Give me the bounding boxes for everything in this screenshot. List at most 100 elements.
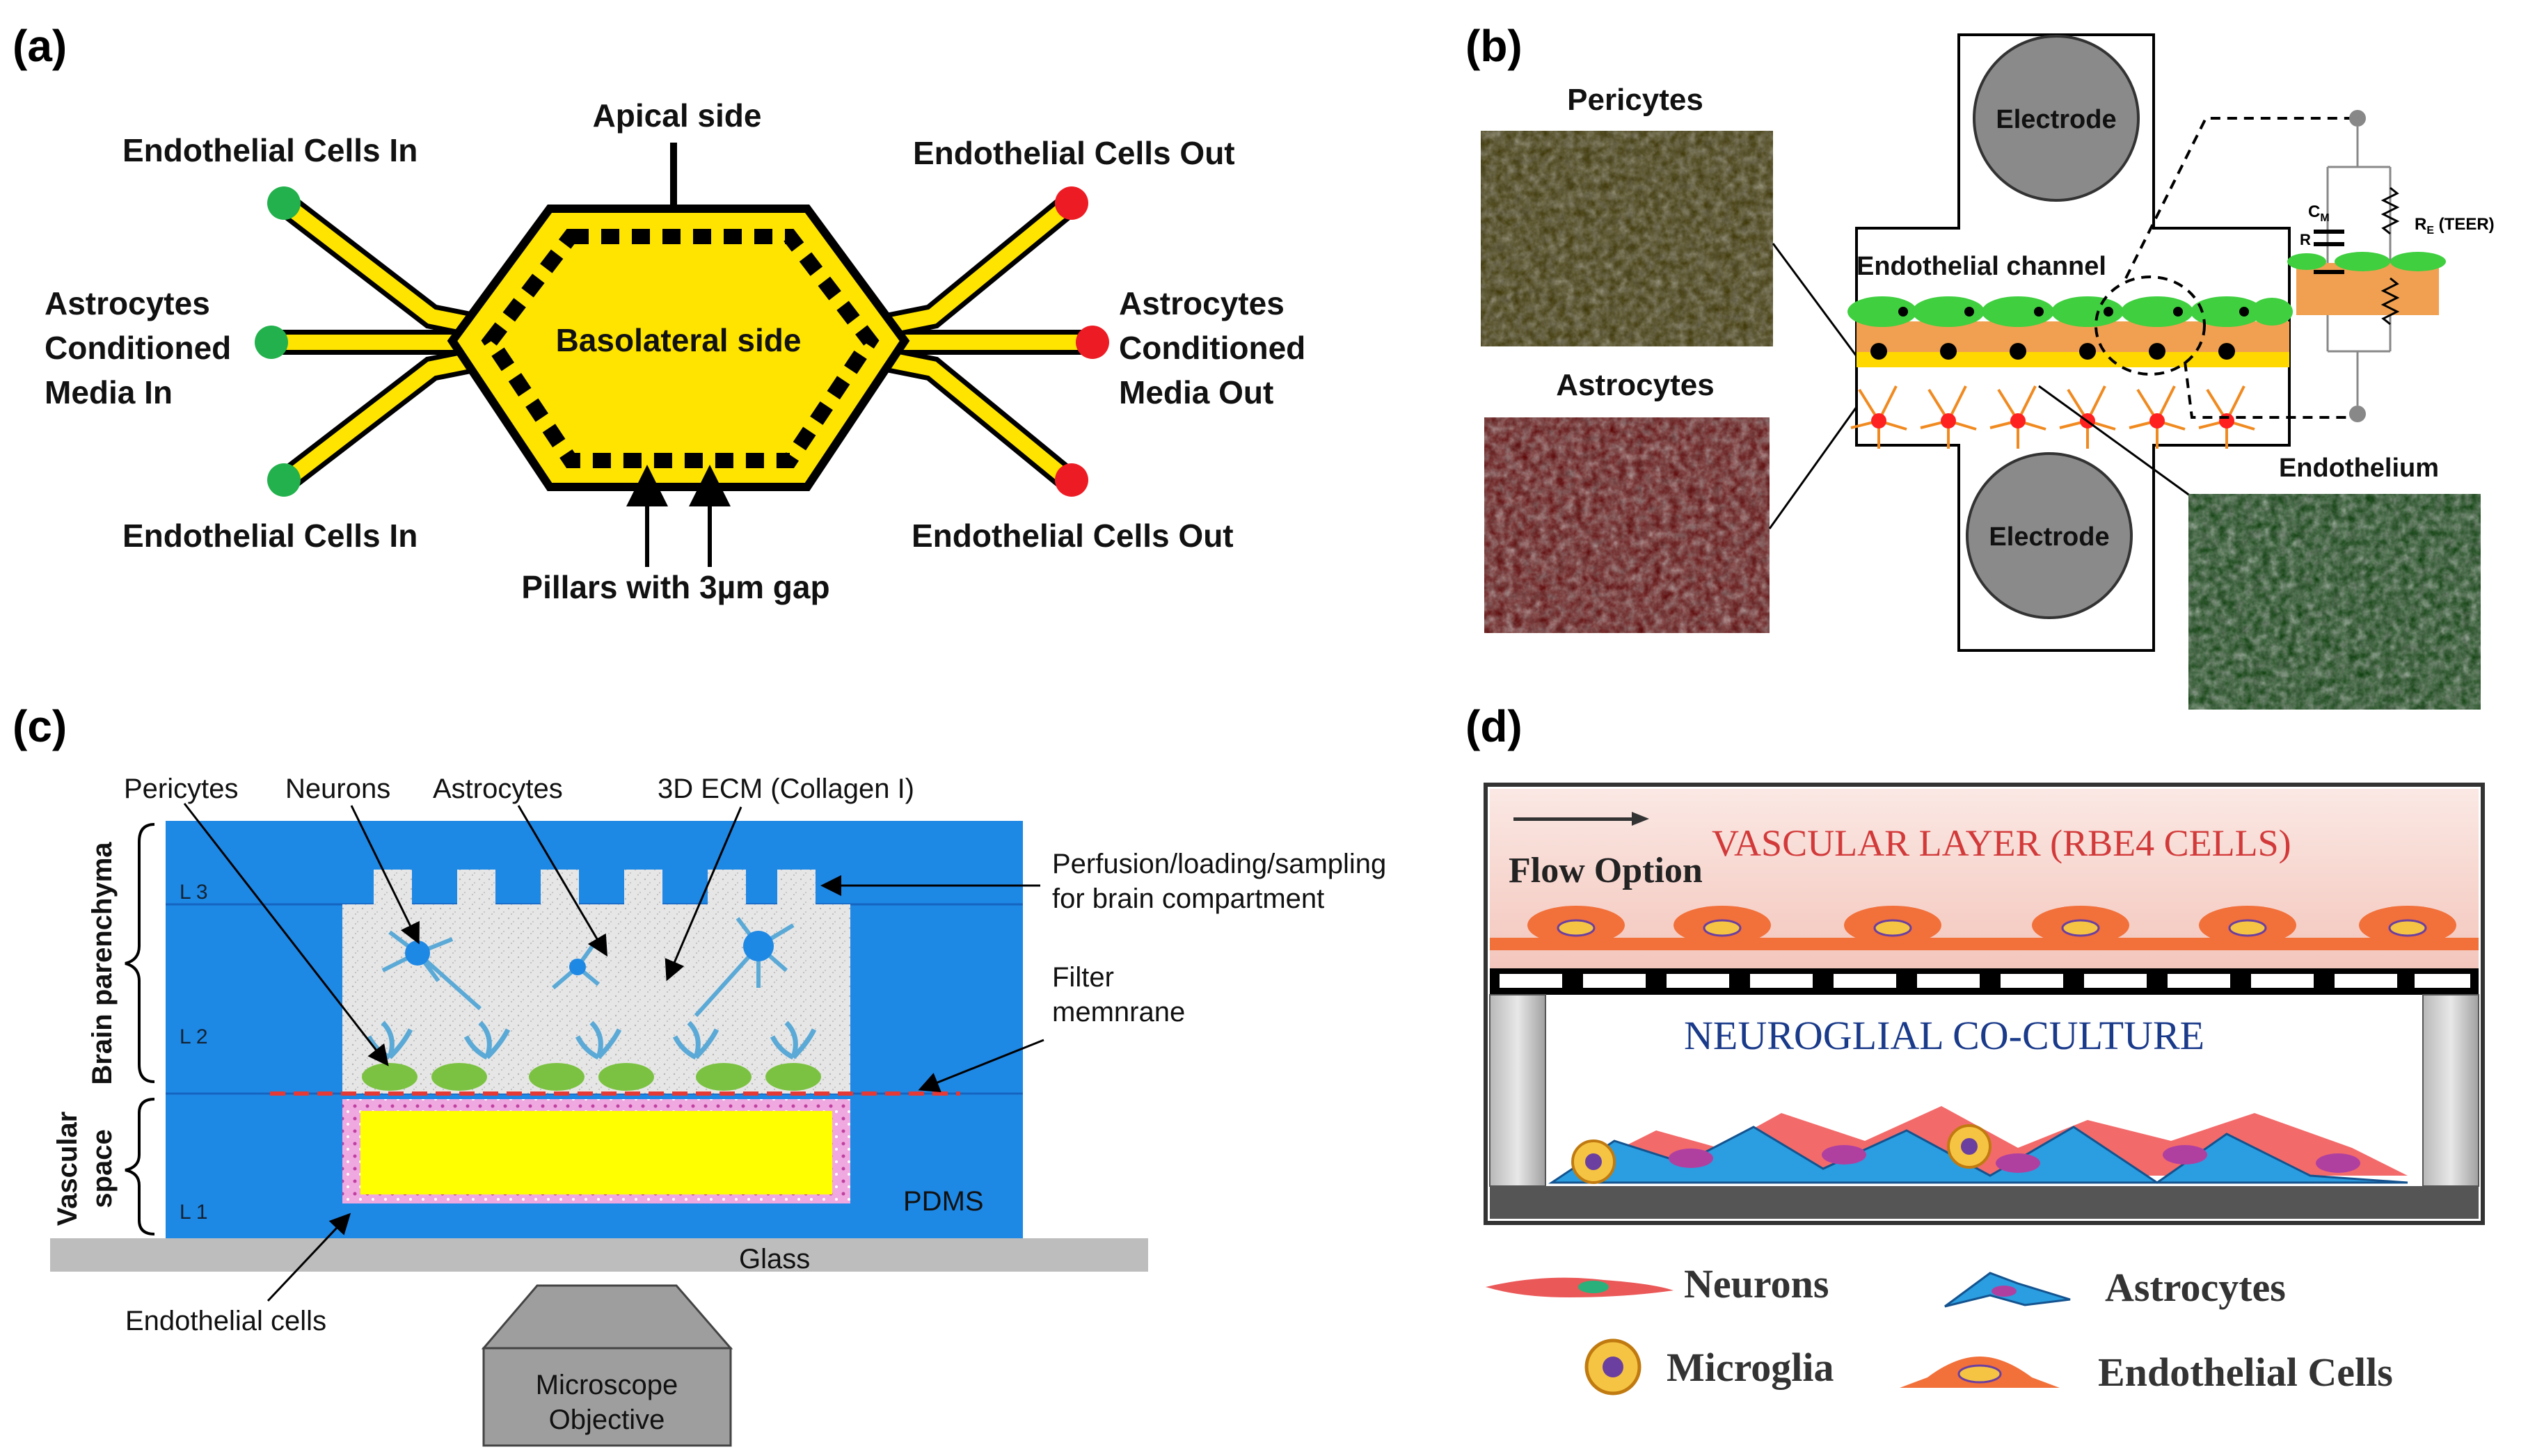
teer-circuit (2287, 110, 2446, 422)
panel-c-letter: (c) (13, 701, 67, 751)
vascular-space-label-2: space (87, 1129, 118, 1208)
vascular-space-label-1: Vascular (52, 1112, 83, 1226)
glass-label: Glass (739, 1244, 810, 1274)
pointer-filter (918, 1039, 1044, 1093)
vascular-channel (360, 1111, 832, 1194)
pillars-label: Pillars with 3µm gap (521, 569, 829, 605)
flow-arrow (1513, 817, 1632, 821)
legend-neurons-label: Neurons (1684, 1261, 1829, 1306)
pointer-pericytes-c (183, 803, 389, 1066)
electrode-bottom-label: Electrode (1989, 522, 2109, 552)
neuroglial-cells (1548, 1106, 2408, 1184)
legend: Neurons Astrocytes Microglia Endothelial… (1486, 1261, 2393, 1395)
astro-out-label-1: Astrocytes (1119, 285, 1285, 321)
astro-out-label-2: Conditioned (1119, 330, 1305, 366)
legend-neuron-icon (1486, 1277, 1674, 1297)
neurons-label: Neurons (285, 774, 390, 804)
endothelium-cells (1847, 296, 2293, 327)
endothelial-layer (1490, 906, 2479, 950)
astrocytes-label-c: Astrocytes (433, 774, 563, 804)
brace-parenchyma (125, 823, 155, 1083)
filter-label-1: Filter (1052, 962, 1114, 993)
outlet-middle (1076, 326, 1109, 359)
zoom-line-top (2124, 117, 2352, 279)
endothelium-label: Endothelium (2279, 454, 2439, 483)
astrocyte-stars (1850, 385, 2255, 449)
microscope-label-1: Microscope (536, 1370, 678, 1400)
chamber-wall-right (2422, 994, 2479, 1187)
hexagon-chamber (447, 205, 910, 491)
legend-astrocytes-label: Astrocytes (2105, 1265, 2286, 1310)
inlet-top (267, 186, 301, 220)
endothelial-channel-label: Endothelial channel (1857, 252, 2106, 281)
basolateral-side-label: Basolateral side (556, 322, 802, 358)
brain-compartment (342, 904, 850, 1094)
astro-out-label-3: Media Out (1119, 374, 1273, 410)
layer-l1-label: L 1 (180, 1201, 208, 1224)
panel-b-letter: (b) (1465, 21, 1523, 71)
outlet-top (1055, 186, 1088, 220)
pointer-neurons (350, 805, 420, 945)
outlet-bottom (1055, 463, 1088, 497)
astrocytes-label-b: Astrocytes (1556, 368, 1714, 402)
chamber-floor (1490, 1186, 2479, 1219)
pericytes-label-c: Pericytes (124, 774, 239, 804)
perfusion-ports (374, 870, 816, 906)
chamber-wall-left (1489, 994, 1546, 1187)
panel-b: (b) Pericytes Astrocytes Electrode Elect… (1465, 21, 2495, 710)
endothelium-texture (2188, 494, 2481, 710)
pointer-endothelial (267, 1213, 351, 1302)
filter-label-2: memnrane (1052, 997, 1185, 1027)
ecm-label: 3D ECM (Collagen I) (658, 774, 914, 804)
microscope-label-2: Objective (549, 1405, 665, 1435)
perfusion-label-2: for brain compartment (1052, 883, 1324, 914)
endo-out-top-label: Endothelial Cells Out (913, 135, 1235, 171)
neuron-bodies (405, 931, 774, 975)
microscope-objective-top (481, 1284, 733, 1350)
perfusion-label-1: Perfusion/loading/sampling (1052, 849, 1386, 879)
brain-parenchyma-label: Brain parenchyma (87, 842, 118, 1085)
panel-d: (d) (1465, 701, 2485, 1395)
endo-out-bottom-label: Endothelial Cells Out (912, 518, 1234, 554)
endo-in-bottom-label: Endothelial Cells In (122, 518, 418, 554)
legend-microglia-label: Microglia (1667, 1345, 1834, 1390)
legend-astrocyte-icon (1944, 1272, 2071, 1308)
layer-l2-label: L 2 (180, 1025, 208, 1048)
panel-a-letter: (a) (13, 21, 67, 71)
pericyte-cells-c (362, 1063, 821, 1091)
membrane-yellow (1857, 352, 2289, 367)
electrode-top (1973, 35, 2140, 202)
pericytes-texture (1481, 131, 1773, 346)
apical-side-label: Apical side (593, 97, 762, 134)
astro-in-label-2: Conditioned (45, 330, 231, 366)
brace-vascular (125, 1098, 155, 1235)
pointer-ecm (665, 806, 742, 982)
neuroglial-label: NEUROGLIAL CO-CULTURE (1684, 1013, 2204, 1058)
inlet-middle (255, 326, 288, 359)
vascular-layer-label: VASCULAR LAYER (RBE4 CELLS) (1712, 822, 2291, 864)
zoom-circle (2094, 275, 2206, 376)
endo-in-top-label: Endothelial Cells In (122, 132, 418, 168)
apical-indicator (670, 143, 677, 205)
astrocytes-texture (1484, 417, 1770, 633)
re-teer-label: RE (TEER) (2415, 215, 2495, 237)
layer-l3-label: L 3 (180, 881, 208, 904)
pointer-astrocytes-c (517, 805, 608, 957)
pillar-array (481, 229, 880, 468)
astro-in-label-1: Astrocytes (45, 285, 210, 321)
zoom-line-bottom (2184, 361, 2352, 419)
pericytes-label: Pericytes (1567, 83, 1703, 117)
electrode-bottom (1966, 452, 2133, 619)
legend-microglia-icon (1584, 1338, 1641, 1395)
inlet-bottom (267, 463, 301, 497)
endothelial-cells-label: Endothelial cells (125, 1306, 326, 1336)
panel-a: (a) Apical s (13, 21, 1305, 605)
astro-in-label-3: Media In (45, 374, 173, 410)
flow-option-label: Flow Option (1509, 851, 1703, 890)
panel-d-letter: (d) (1465, 701, 1523, 751)
glass-slide (50, 1238, 1148, 1272)
flow-arrow-head (1632, 812, 1649, 826)
pointer-pericytes (1772, 243, 1858, 357)
r-label: R (2300, 231, 2311, 248)
